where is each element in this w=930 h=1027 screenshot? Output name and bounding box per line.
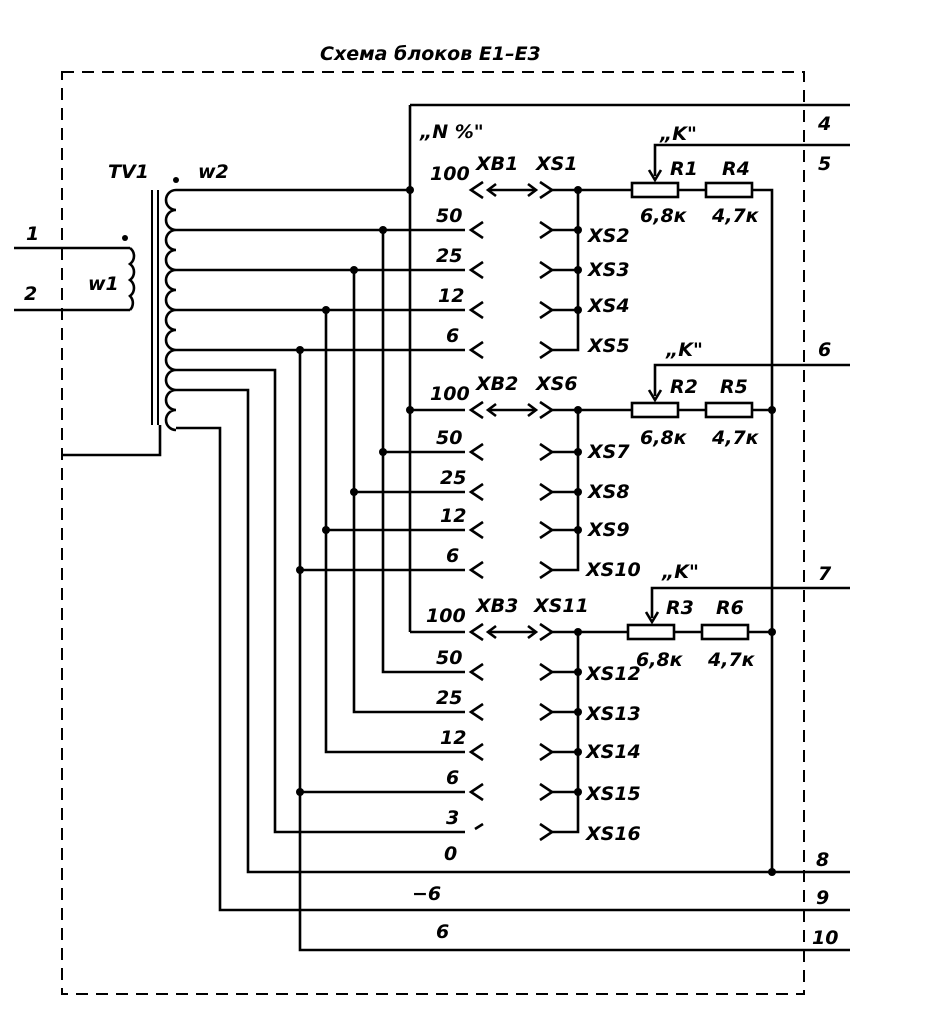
- common-return-bus: [752, 188, 774, 872]
- diagram-title: Схема блоков Е1–Е3: [320, 43, 541, 65]
- core-ground-wire: [62, 425, 162, 457]
- terminal-10: 10: [812, 927, 838, 949]
- pot-r2-label: R2: [670, 376, 698, 398]
- plug-xb2: XB2: [475, 373, 518, 395]
- secondary-polarity-dot: [173, 177, 179, 183]
- b2-tap-100: 100: [430, 383, 470, 405]
- secondary-winding-label: w2: [198, 161, 229, 183]
- socket-buses: [552, 186, 582, 834]
- k-label-1: „K": [659, 123, 697, 145]
- socket-xs14: XS14: [585, 741, 641, 763]
- socket-xs3: XS3: [587, 259, 630, 281]
- terminal-9: 9: [816, 887, 829, 909]
- wiper-r3-arrow: [644, 611, 660, 625]
- socket-xs1: XS1: [535, 153, 578, 175]
- wiper-r2-arrow: [647, 389, 663, 403]
- wiper-r3-wire: [650, 586, 850, 618]
- b1-tap-50: 50: [436, 205, 462, 227]
- b2-return-junction: [768, 406, 776, 414]
- res-r6-value: 4,7к: [707, 649, 756, 671]
- socket-xs5: XS5: [587, 335, 630, 357]
- pot-r1-label: R1: [670, 158, 698, 180]
- socket-xs16: XS16: [585, 823, 641, 845]
- plug-xb1: XB1: [475, 153, 518, 175]
- socket-xs8: XS8: [587, 481, 630, 503]
- plug-connection-arrows: [485, 182, 539, 640]
- b3-tap-3: 3: [446, 807, 459, 829]
- b2-tap-12: 12: [440, 505, 466, 527]
- socket-xs13: XS13: [585, 703, 641, 725]
- tap-0-label: 0: [444, 843, 457, 865]
- terminal-6: 6: [818, 339, 831, 361]
- transformer-label: TV1: [108, 161, 149, 183]
- left-bus-junctions: [296, 186, 414, 796]
- wiper-r1-arrow: [647, 169, 663, 183]
- plug-xb3: XB3: [475, 595, 518, 617]
- pot-r1-value: 6,8к: [640, 205, 688, 227]
- wiper-r1-wire: [653, 143, 850, 176]
- res-r6-label: R6: [716, 597, 744, 619]
- pot-r3-label: R3: [666, 597, 694, 619]
- socket-glyphs: [539, 180, 555, 842]
- b2-tap-25: 25: [440, 467, 466, 489]
- socket-xs15: XS15: [585, 783, 641, 805]
- pot-r2: [630, 401, 680, 419]
- b3-tap-25: 25: [436, 687, 462, 709]
- socket-xs12: XS12: [585, 663, 641, 685]
- b3-tap-50: 50: [436, 647, 462, 669]
- terminal-2: 2: [24, 283, 37, 305]
- socket-xs4: XS4: [587, 295, 630, 317]
- pot-r3: [626, 623, 676, 641]
- tap-3-wire: [176, 368, 465, 834]
- b1-tap-6: 6: [446, 325, 459, 347]
- res-r4-label: R4: [722, 158, 750, 180]
- wiper-r2-wire: [653, 363, 850, 396]
- b1-tap-12: 12: [438, 285, 464, 307]
- tap-0-wire: [176, 388, 850, 874]
- terminal-4: 4: [817, 113, 831, 135]
- b3-tap-100: 100: [426, 605, 466, 627]
- b1-tap-25: 25: [436, 245, 462, 267]
- pot-r3-value: 6,8к: [636, 649, 684, 671]
- socket-xs9: XS9: [587, 519, 630, 541]
- b1-tap-100: 100: [430, 163, 470, 185]
- res-r4: [704, 181, 754, 199]
- b2-tap-50: 50: [436, 427, 462, 449]
- tap-6-bus: [176, 348, 850, 952]
- terminal-7: 7: [818, 563, 832, 585]
- primary-polarity-dot: [122, 235, 128, 241]
- primary-coil: [127, 246, 136, 311]
- b3-return-junction: [768, 628, 776, 636]
- tap-6-label: 6: [436, 921, 449, 943]
- b3-tap-6: 6: [446, 767, 459, 789]
- socket-xs10: XS10: [585, 559, 641, 581]
- terminal-8: 8: [816, 849, 829, 871]
- res-r5: [704, 401, 754, 419]
- k-label-3: „K": [661, 561, 699, 583]
- socket-xs6: XS6: [535, 373, 578, 395]
- return-bus-junction: [768, 868, 776, 876]
- k-label-2: „K": [665, 339, 703, 361]
- primary-winding-label: w1: [88, 273, 119, 295]
- terminal-5: 5: [818, 153, 831, 175]
- tap-minus6-label: −6: [412, 883, 441, 905]
- res-r4-value: 4,7к: [711, 205, 760, 227]
- res-r5-value: 4,7к: [711, 427, 760, 449]
- socket-xs2: XS2: [587, 225, 630, 247]
- tap-minus6-wire: [176, 426, 850, 912]
- socket-xs11: XS11: [533, 595, 589, 617]
- pot-r2-value: 6,8к: [640, 427, 688, 449]
- b2-tap-6: 6: [446, 545, 459, 567]
- plug-glyphs: [468, 180, 484, 831]
- secondary-coil: [164, 188, 177, 432]
- block-enclosure: [61, 71, 805, 995]
- res-r6: [700, 623, 750, 641]
- pot-r1: [630, 181, 680, 199]
- res-r5-label: R5: [720, 376, 748, 398]
- socket-xs7: XS7: [587, 441, 630, 463]
- terminal-1: 1: [26, 223, 39, 245]
- n-percent-label: „N %": [419, 121, 484, 143]
- b3-tap-12: 12: [440, 727, 466, 749]
